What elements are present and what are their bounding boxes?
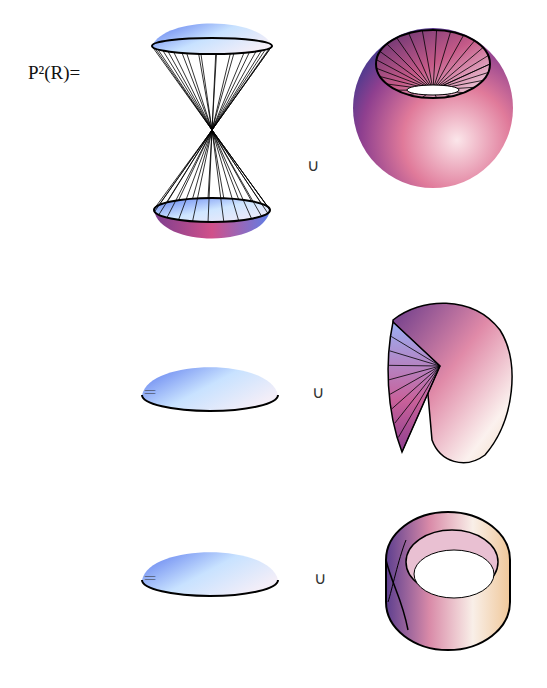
ruling-line (159, 130, 212, 215)
ruling-line (212, 130, 262, 204)
ruling-line (155, 130, 212, 212)
ruling-line (212, 52, 249, 130)
ruling-line (433, 48, 483, 90)
union-symbol: ∪ (307, 157, 319, 174)
ruling-line (433, 32, 451, 90)
ruling-line (422, 31, 433, 90)
ruling-line (159, 130, 212, 205)
ruling-line (402, 366, 440, 452)
ruling-line (212, 46, 272, 130)
ruling-line (397, 38, 433, 90)
ruling-line (212, 51, 262, 130)
ruling-line (392, 366, 440, 409)
ruling-line (193, 130, 212, 199)
ruling-line (208, 130, 212, 222)
ruling-line (212, 130, 270, 210)
ruling-line (167, 130, 212, 202)
ruling-line (212, 130, 252, 201)
ruling-line (390, 351, 440, 366)
ruling-line (433, 41, 475, 90)
ruling-line (393, 322, 440, 366)
ruling-line (158, 43, 212, 130)
ruling-line (212, 130, 239, 199)
ruling-line (212, 44, 269, 130)
ruling-line (398, 366, 440, 438)
equals-sign: = (143, 384, 157, 401)
ruling-line (212, 130, 239, 221)
ruling-line (433, 35, 464, 90)
union-symbol: ∪ (312, 384, 324, 401)
ruling-line (212, 130, 262, 216)
union-symbol: ∪ (314, 570, 326, 587)
equals-sign: = (143, 570, 157, 587)
ruling-line (395, 366, 440, 423)
ruling-line (409, 33, 433, 90)
ruling-line (389, 365, 440, 367)
ruling-line (167, 130, 212, 218)
ruling-line (212, 130, 268, 213)
ruling-line (155, 130, 212, 208)
space-name: P²(R)= (28, 63, 80, 82)
ruling-line (153, 45, 212, 130)
ruling-line (390, 366, 440, 394)
ruling-line (179, 130, 212, 200)
ruling-line (391, 336, 440, 366)
ruling-line (208, 130, 212, 198)
